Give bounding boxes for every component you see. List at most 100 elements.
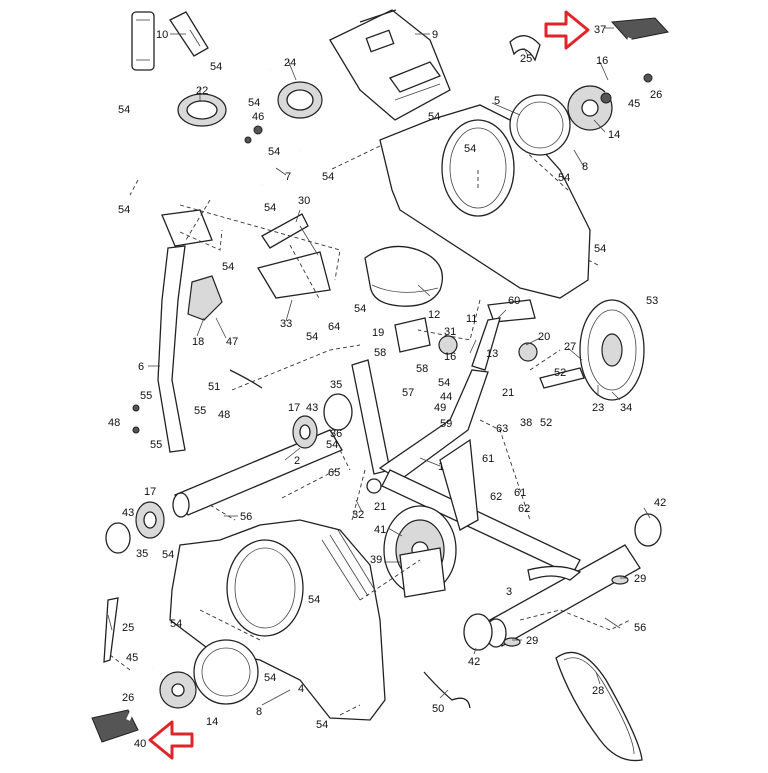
part-label: 63 <box>496 423 508 435</box>
part-label: 54 <box>222 261 234 273</box>
part-label: 42 <box>468 656 480 668</box>
part-label: 2 <box>294 455 300 467</box>
part-label: 31 <box>444 326 456 338</box>
part-label: 18 <box>192 336 204 348</box>
part-label: 43 <box>122 507 134 519</box>
part-label: 46 <box>252 111 264 123</box>
left-pedal-crank <box>91 597 197 743</box>
part-label: 45 <box>628 98 640 110</box>
part-label: 60 <box>508 295 520 307</box>
part-label: 48 <box>108 417 120 429</box>
part-label: 64 <box>328 321 340 333</box>
part-label: 27 <box>564 341 576 353</box>
part-label: 56 <box>240 511 252 523</box>
part-label: 17 <box>144 486 156 498</box>
part-label: 25 <box>122 622 134 634</box>
flywheel <box>518 299 645 401</box>
part-label: 41 <box>374 524 386 536</box>
main-frame <box>351 359 581 576</box>
part-label: 6 <box>138 361 144 373</box>
eddy-brake <box>383 505 457 598</box>
part-label: 50 <box>432 703 444 715</box>
part-label: 26 <box>122 692 134 704</box>
leader-lines <box>107 27 651 706</box>
part-label: 54 <box>354 303 366 315</box>
seat-post <box>394 299 536 371</box>
part-label: 54 <box>118 204 130 216</box>
part-label: 54 <box>162 549 174 561</box>
part-label: 54 <box>118 104 130 116</box>
part-label: 54 <box>308 594 320 606</box>
part-label: 38 <box>520 417 532 429</box>
right-upper-shield <box>379 85 613 299</box>
part-label: 20 <box>538 331 550 343</box>
part-label: 57 <box>402 387 414 399</box>
part-label: 11 <box>466 313 477 325</box>
part-label: 16 <box>596 55 608 67</box>
part-label: 3 <box>506 586 512 598</box>
assembly-guide-lines <box>109 145 631 716</box>
part-label: 35 <box>136 548 148 560</box>
pulley-parts <box>105 393 353 554</box>
part-label: 14 <box>608 129 620 141</box>
part-label: 65 <box>328 467 340 479</box>
part-label: 54 <box>558 172 570 184</box>
handlebar-grips <box>131 11 209 71</box>
part-label: 52 <box>554 367 566 379</box>
right-pedal-crank <box>509 17 669 104</box>
console <box>329 9 451 121</box>
part-label: 44 <box>440 391 452 403</box>
part-label: 53 <box>646 295 658 307</box>
part-label: 32 <box>352 509 364 521</box>
part-label: 34 <box>620 402 632 414</box>
part-label: 42 <box>654 497 666 509</box>
part-label: 13 <box>486 348 498 360</box>
part-label: 54 <box>316 719 328 731</box>
part-label: 62 <box>518 503 530 515</box>
part-label: 7 <box>285 171 291 183</box>
part-label: 8 <box>582 161 588 173</box>
part-label: 54 <box>268 146 280 158</box>
part-label: 58 <box>374 347 386 359</box>
part-label: 55 <box>150 439 162 451</box>
part-label: 47 <box>226 336 238 348</box>
part-label: 21 <box>374 501 386 513</box>
part-label: 36 <box>330 428 342 440</box>
part-label: 4 <box>298 683 304 695</box>
part-label: 29 <box>526 635 538 647</box>
part-label: 40 <box>134 738 146 750</box>
part-label: 21 <box>502 387 514 399</box>
part-label: 12 <box>428 309 440 321</box>
part-label: 56 <box>634 622 646 634</box>
part-label: 9 <box>432 29 438 41</box>
part-label: 43 <box>306 402 318 414</box>
part-label: 54 <box>306 331 318 343</box>
part-label: 48 <box>218 409 230 421</box>
part-label: 19 <box>372 327 384 339</box>
part-label: 54 <box>322 171 334 183</box>
part-label: 51 <box>208 381 220 393</box>
part-label: 54 <box>428 111 440 123</box>
part-label: 52 <box>540 417 552 429</box>
part-label: 62 <box>490 491 502 503</box>
stabilizers <box>172 429 641 648</box>
part-label: 45 <box>126 652 138 664</box>
part-label: 54 <box>594 243 606 255</box>
part-label: 8 <box>256 706 262 718</box>
part-label: 30 <box>298 195 310 207</box>
part-label: 35 <box>330 379 342 391</box>
part-label: 25 <box>520 53 532 65</box>
left-shield <box>169 519 386 721</box>
part-label: 61 <box>482 453 494 465</box>
part-label: 54 <box>170 618 182 630</box>
part-label: 54 <box>464 143 476 155</box>
part-label: 54 <box>264 202 276 214</box>
part-label: 61 <box>514 487 526 499</box>
highlight-arrow-right-pedal <box>544 10 590 50</box>
part-label: 16 <box>444 351 456 363</box>
part-label: 28 <box>592 685 604 697</box>
part-label: 37 <box>594 24 606 36</box>
handlebar-assembly <box>137 39 323 208</box>
highlight-arrow-left-pedal <box>148 720 194 760</box>
part-label: 17 <box>288 402 300 414</box>
